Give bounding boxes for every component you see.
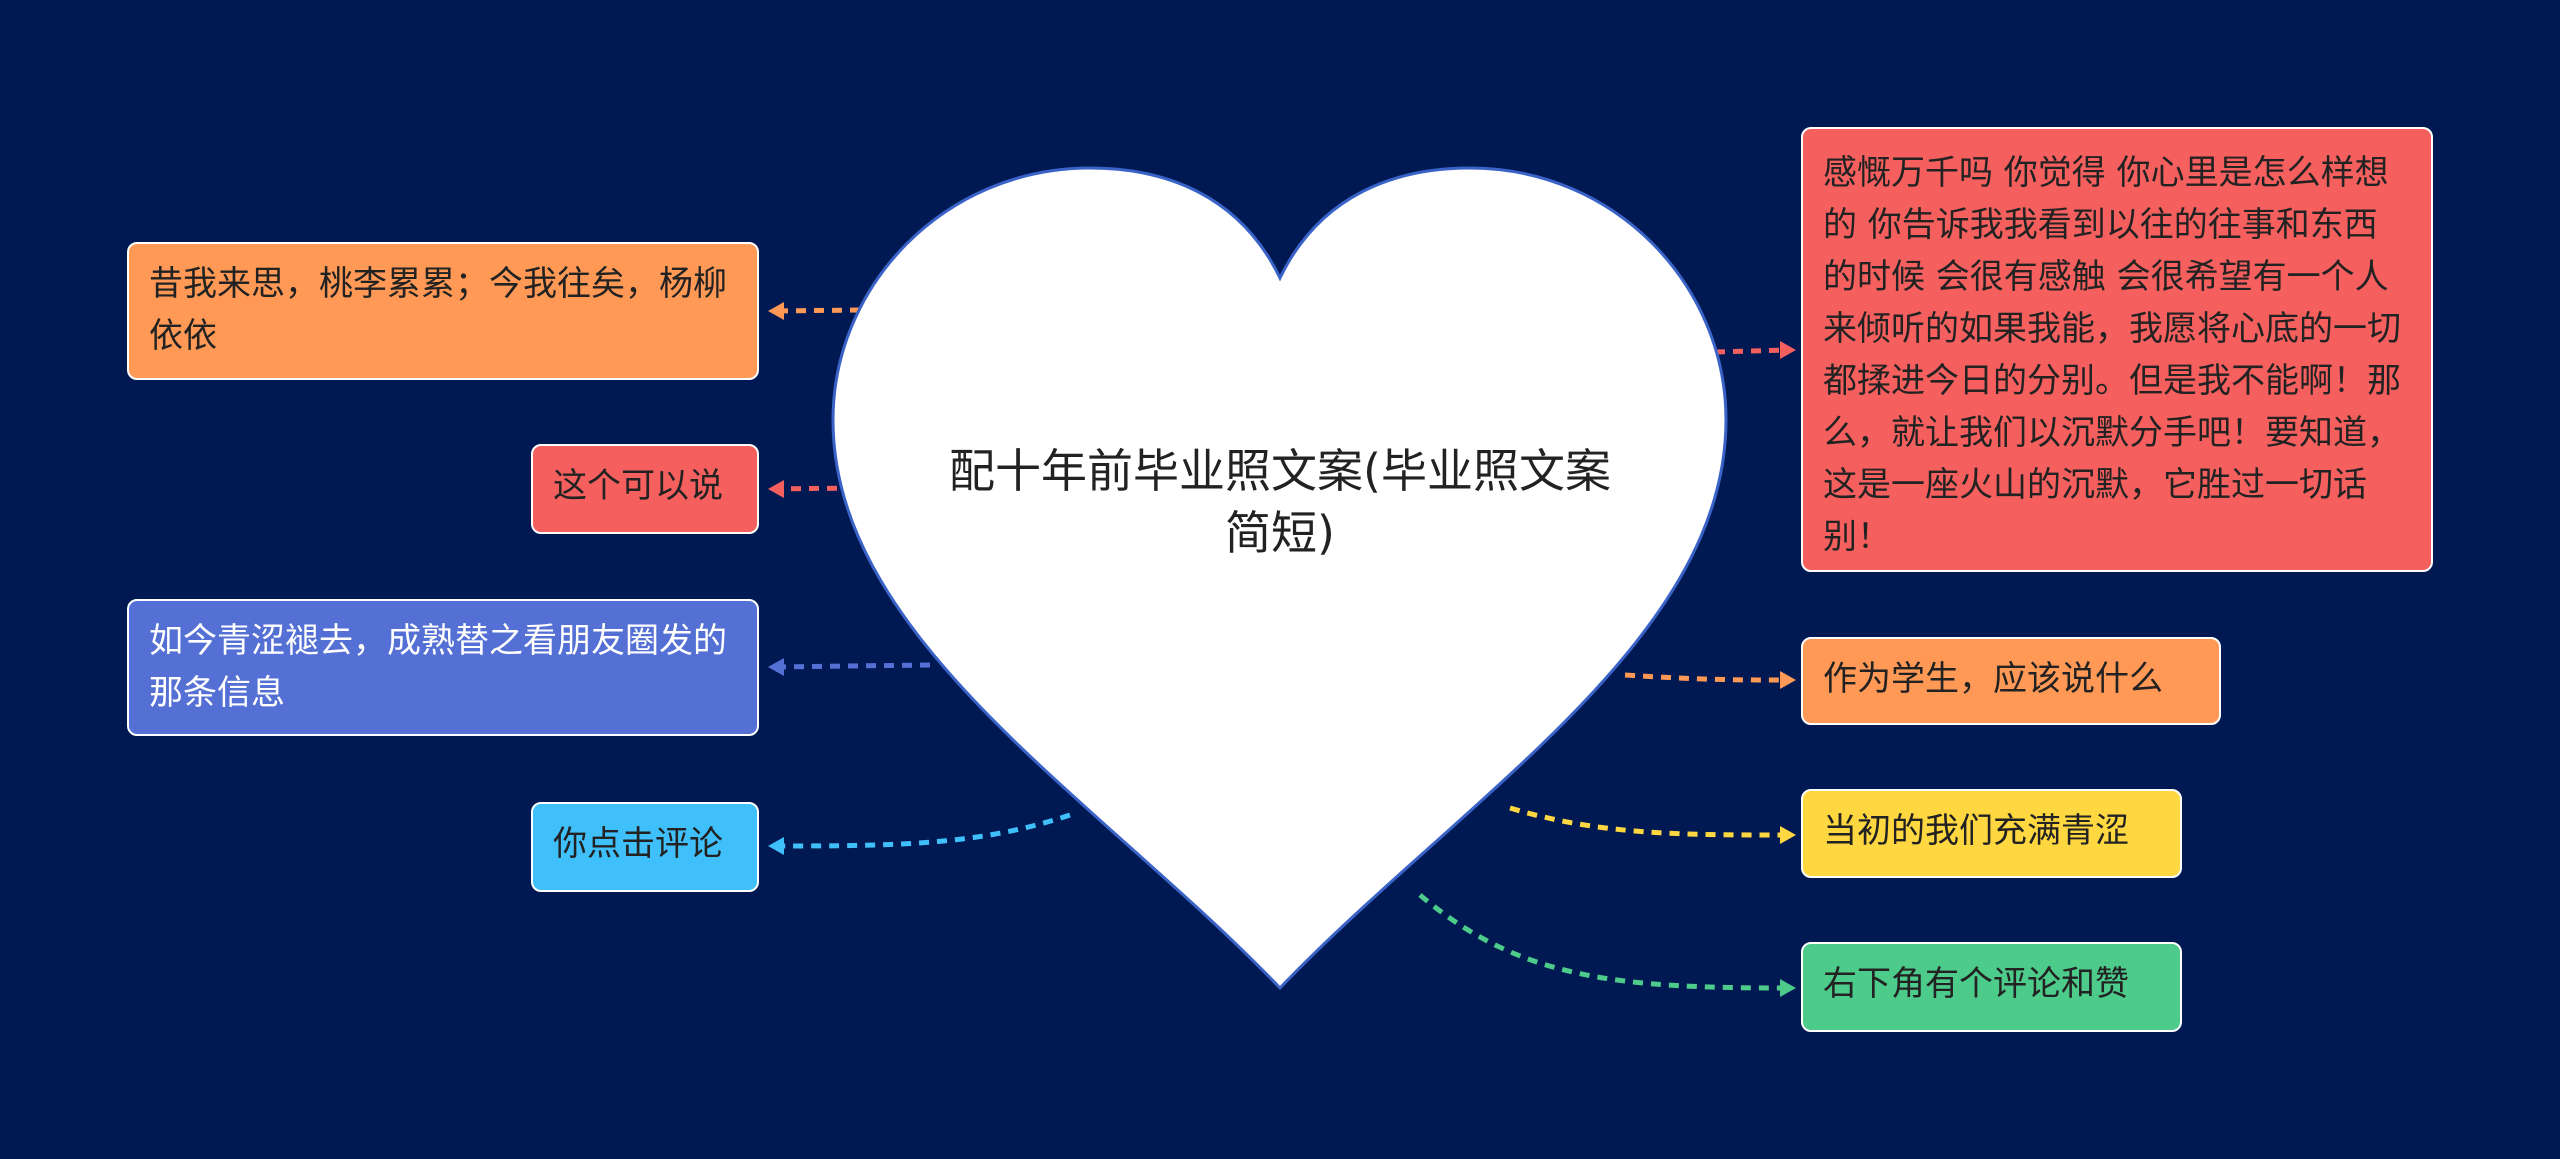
right-node-2[interactable]: 作为学生，应该说什么 (1801, 637, 2221, 725)
left-node-2[interactable]: 这个可以说 (531, 444, 759, 534)
right-node-4[interactable]: 右下角有个评论和赞 (1801, 942, 2182, 1032)
right-node-3[interactable]: 当初的我们充满青涩 (1801, 789, 2182, 878)
arrowheads (768, 302, 1796, 997)
connector-left-4 (771, 812, 1071, 849)
connector-left-2 (771, 485, 856, 492)
right-node-1[interactable]: 感慨万千吗 你觉得 你心里是怎么样想的 你告诉我我看到以往的往事和东西的时候 会… (1801, 127, 2433, 572)
arrow-right-3 (1780, 826, 1796, 844)
connector-left-3 (771, 662, 931, 670)
left-node-4[interactable]: 你点击评论 (531, 802, 759, 892)
connector-right-3 (1509, 805, 1791, 838)
arrow-left-2 (768, 480, 784, 498)
left-node-1[interactable]: 昔我来思，桃李累累；今我往矣，杨柳依依 (127, 242, 759, 380)
arrow-left-3 (768, 658, 784, 676)
connector-right-1 (1714, 347, 1791, 355)
arrow-right-4 (1780, 979, 1796, 997)
arrow-right-2 (1780, 671, 1796, 689)
heart-shape (831, 166, 1728, 991)
arrow-left-4 (768, 837, 784, 855)
connector-left-1 (771, 307, 861, 314)
left-node-3[interactable]: 如今青涩褪去，成熟替之看朋友圈发的那条信息 (127, 599, 759, 736)
arrow-left-1 (768, 302, 784, 320)
arrow-right-1 (1780, 341, 1796, 359)
connector-right-2 (1624, 672, 1791, 683)
connector-right-4 (1418, 893, 1791, 991)
central-topic[interactable]: 配十年前毕业照文案(毕业照文案简短) (949, 444, 1611, 560)
